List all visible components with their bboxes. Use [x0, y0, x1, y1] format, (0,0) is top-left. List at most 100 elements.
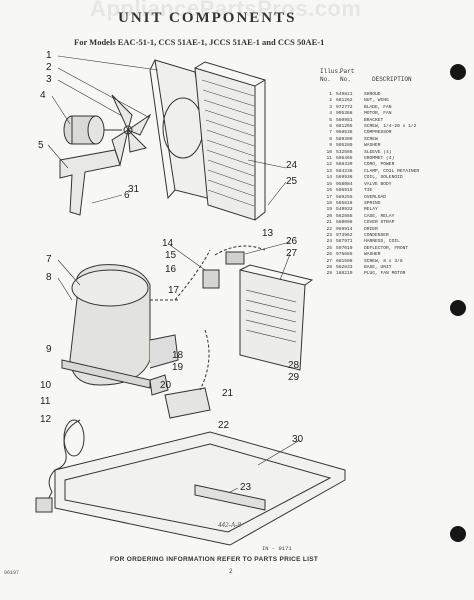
callout-7: 7 [46, 254, 52, 265]
callout-23: 23 [240, 482, 252, 493]
part-illus-number: 1 [329, 92, 332, 97]
callout-13: 13 [262, 228, 274, 239]
part-illus-number: 5 [329, 117, 332, 123]
part-illus-number: 13 [326, 168, 332, 174]
part-illus-number: 22 [326, 226, 332, 232]
callout-16: 16 [165, 264, 177, 275]
part-number: 959914 [336, 226, 353, 232]
part-number: 597019 [336, 245, 353, 251]
part-illus-number: 25 [326, 245, 332, 251]
part-description: VALVE BODY [364, 181, 392, 187]
callout-24: 24 [286, 160, 298, 171]
part-number: 562885 [336, 213, 353, 219]
part-number: 584236 [336, 168, 353, 174]
part-description: SCREW, 8 x 3/8 [364, 258, 403, 264]
callout-25: 25 [286, 176, 298, 187]
callout-31: 31 [128, 184, 140, 195]
part-number: 587971 [336, 239, 353, 245]
callout-2: 2 [46, 62, 52, 73]
punch-hole-icon [450, 64, 466, 80]
part-description: SLEEVE (4) [364, 149, 392, 155]
part-description: BRACKET [364, 117, 384, 123]
description-col-header: DESCRIPTION [372, 76, 412, 83]
part-description: MOTOR, FAN [364, 111, 392, 117]
part-description: WASHER [364, 252, 381, 258]
part-description: SPRING [364, 200, 381, 206]
part-illus-number: 29 [326, 271, 332, 277]
part-description: DRIER [364, 226, 378, 232]
callout-1: 1 [46, 50, 52, 61]
part-description: WASHER [364, 143, 381, 149]
part-illus-number: 18 [326, 200, 332, 206]
part-illus-number: 9 [329, 143, 332, 149]
part-number: 588439 [336, 162, 353, 168]
part-number: 589255 [336, 194, 353, 200]
condenser [194, 484, 266, 511]
parts-table-header: Illus.Part No.No.DESCRIPTION [320, 68, 412, 84]
callout-6: 6 [124, 190, 130, 201]
part-number: 589300 [336, 136, 353, 142]
part-illus-number: 14 [326, 175, 332, 181]
solenoid-valve [202, 251, 245, 289]
part-number: 560096 [336, 220, 353, 226]
part-number: 972772 [336, 104, 353, 110]
part-description: CORD, POWER [364, 162, 395, 168]
part-description: GROMMET (4) [364, 156, 395, 162]
part-description: COMPRESSOR [364, 130, 392, 136]
part-description: COVER STRAP [364, 220, 395, 226]
part-description: BLADE, FAN [364, 104, 392, 110]
evaporator-coil [194, 61, 266, 221]
part-description: CLAMP, COIL RETAINER [364, 168, 420, 174]
part-illus-number: 6 [329, 124, 332, 130]
handwritten-note: 442-A-8 [218, 521, 241, 529]
part-illus-number: 8 [329, 136, 332, 142]
part-illus-number: 24 [326, 239, 332, 245]
part-description: CONDENSER [364, 232, 389, 238]
part-number: 958536 [336, 130, 353, 136]
part-illus-number: 11 [326, 156, 332, 162]
ordering-note: FOR ORDERING INFORMATION REFER TO PARTS … [110, 556, 319, 563]
part-number: 995368 [336, 111, 353, 117]
part-illus-number: 10 [326, 149, 332, 155]
part-number: 973962 [336, 232, 353, 238]
part-description: NUT, WING [364, 98, 389, 104]
parts-list-row: 4 995368 MOTOR, FAN [320, 111, 460, 117]
callout-14: 14 [162, 238, 174, 249]
part-description: SHROUD [364, 92, 381, 97]
callout-15: 15 [165, 250, 177, 261]
compressor [61, 264, 179, 389]
part-description: COIL, SOLENOID [364, 175, 403, 181]
illus-no-header: No. [320, 76, 331, 83]
part-number: 562833 [336, 264, 353, 270]
part-description: PLUG, FAN MOTOR [364, 271, 406, 277]
callout-22: 22 [218, 420, 230, 431]
part-description: CASE, RELAY [364, 213, 395, 219]
part-description: BASE, UNIT [364, 264, 392, 270]
callout-26: 26 [286, 236, 298, 247]
figure-number: IN - 9171 [262, 545, 292, 552]
models-subtitle: For Models EAC-51-1, CCS 51AE-1, JCCS 51… [74, 37, 325, 47]
callout-leader-lines [47, 55, 301, 493]
callout-12: 12 [40, 414, 52, 425]
part-illus-number: 4 [329, 111, 332, 117]
